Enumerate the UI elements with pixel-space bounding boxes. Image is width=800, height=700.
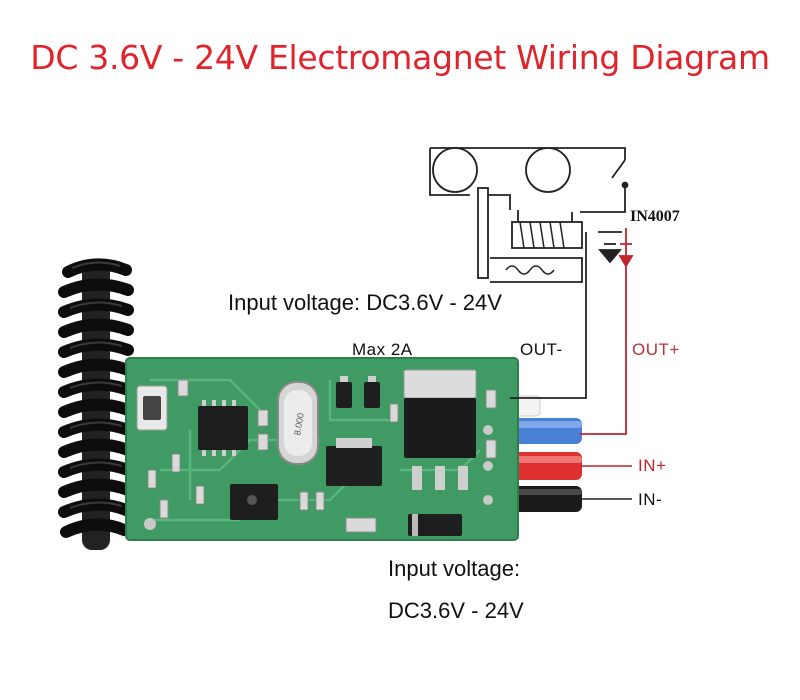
diagram-title: DC 3.6V - 24V Electromagnet Wiring Diagr… — [30, 38, 770, 77]
input-voltage-label-bottom: Input voltage: — [388, 556, 521, 581]
chip-ic-decoder — [230, 484, 278, 520]
transistor-small — [336, 376, 380, 408]
voltage-regulator — [326, 438, 382, 486]
pcb-board: 8.000 — [125, 357, 519, 541]
power-mosfet — [403, 369, 477, 490]
solder-pads — [144, 425, 493, 530]
out-plus-label: OUT+ — [632, 340, 680, 359]
diode-label: IN4007 — [630, 208, 680, 225]
wire-black — [500, 486, 582, 512]
tact-switch — [136, 385, 168, 431]
spiral-antenna — [58, 258, 134, 550]
crystal-oscillator: 8.000 — [277, 381, 319, 465]
input-voltage-range-bottom: DC3.6V - 24V — [388, 598, 524, 623]
out-minus-label: OUT- — [520, 340, 563, 359]
smd-diode — [408, 514, 462, 536]
in-minus-label: IN- — [638, 490, 663, 509]
max-current-label: Max 2A — [352, 340, 413, 359]
in-plus-label: IN+ — [638, 456, 667, 475]
crystal-marking: 8.000 — [292, 412, 306, 436]
passive-components — [147, 379, 497, 533]
input-leads — [580, 465, 632, 500]
load-circuit — [429, 147, 629, 399]
wire-blue — [500, 418, 582, 444]
out-plus-wire — [580, 228, 634, 435]
chip-ic-main — [198, 400, 248, 456]
wire-red — [500, 452, 582, 480]
input-voltage-label-top: Input voltage: DC3.6V - 24V — [228, 290, 502, 315]
